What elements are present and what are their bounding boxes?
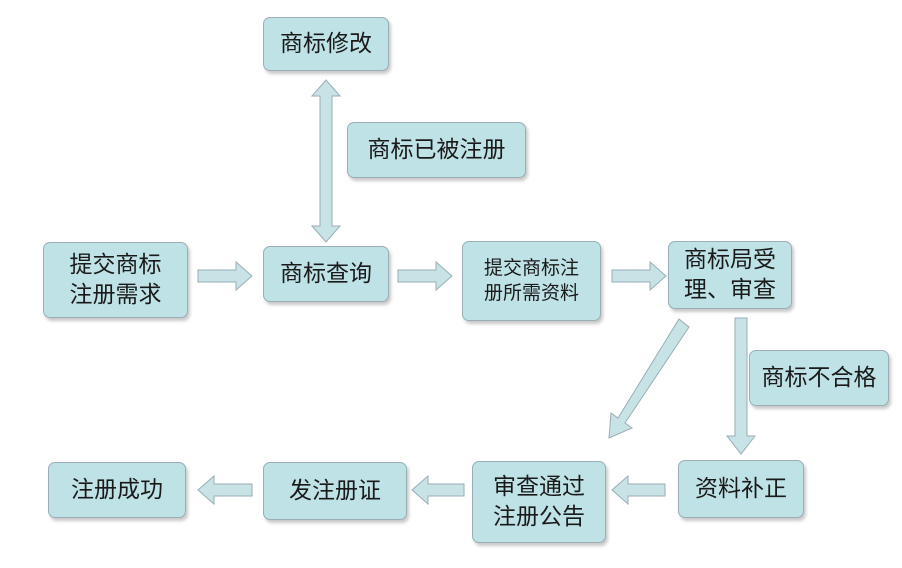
node-register-success-label: 注册成功: [71, 476, 163, 503]
node-already-registered: 商标已被注册: [347, 122, 526, 178]
arrow-supplement-to-approved: [611, 474, 666, 506]
arrow-materials-to-office: [611, 260, 667, 292]
node-issue-certificate: 发注册证: [263, 462, 407, 520]
node-trademark-query-label: 商标查询: [280, 260, 372, 287]
node-submit-need: 提交商标 注册需求: [43, 242, 188, 318]
node-already-registered-label: 商标已被注册: [367, 136, 506, 163]
node-issue-certificate-label: 发注册证: [289, 477, 381, 504]
arrow-submit-to-query: [197, 260, 253, 292]
node-office-accept: 商标局受 理、审查: [668, 241, 792, 309]
node-supplement: 资料补正: [678, 460, 804, 518]
arrow-query-modify-bidirectional: [310, 79, 342, 243]
node-approved-announce: 审查通过 注册公告: [472, 461, 606, 543]
node-submit-need-label: 提交商标 注册需求: [69, 251, 162, 308]
arrow-approved-to-certificate: [411, 474, 465, 506]
arrow-query-to-materials: [397, 260, 453, 292]
node-trademark-modify: 商标修改: [263, 17, 389, 71]
arrow-office-to-supplement: [725, 317, 757, 455]
node-approved-announce-label: 审查通过 注册公告: [493, 473, 585, 530]
node-not-qualified: 商标不合格: [749, 350, 889, 406]
node-trademark-query: 商标查询: [263, 246, 389, 302]
node-not-qualified-label: 商标不合格: [761, 364, 877, 391]
node-trademark-modify-label: 商标修改: [280, 30, 372, 57]
arrow-office-to-approved: [608, 318, 690, 439]
node-submit-materials: 提交商标注 册所需资料: [462, 241, 601, 321]
node-supplement-label: 资料补正: [695, 475, 787, 502]
arrow-certificate-to-success: [197, 474, 253, 506]
node-office-accept-label: 商标局受 理、审查: [684, 246, 776, 303]
node-register-success: 注册成功: [48, 462, 186, 518]
node-submit-materials-label: 提交商标注 册所需资料: [483, 256, 579, 304]
